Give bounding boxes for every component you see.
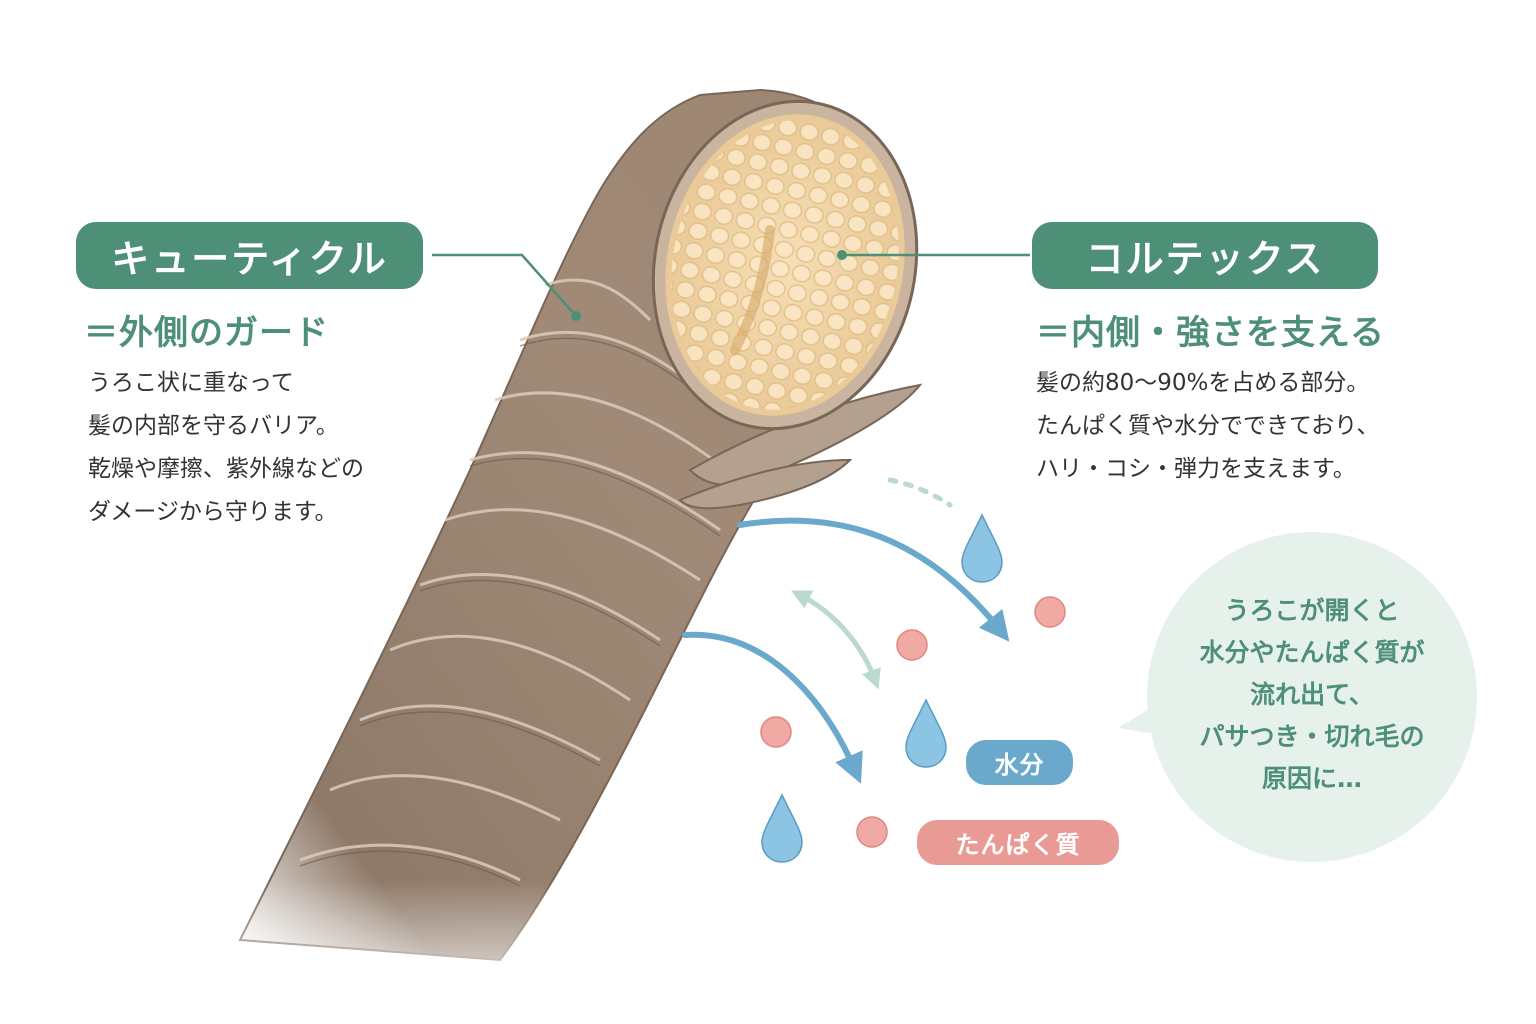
cuticle-subtitle: ＝外側のガード — [84, 313, 329, 353]
protein-particle-icon — [1034, 596, 1066, 628]
cuticle-title-pill: キューティクル — [76, 222, 423, 289]
cuticle-description-line: 髪の内部を守るバリア。 — [88, 413, 339, 439]
cortex-title-pill: コルテックス — [1032, 222, 1378, 289]
water-drop-icon — [761, 793, 803, 863]
protein-particle-icon — [760, 716, 792, 748]
cortex-description-line: 髪の約80〜90%を占める部分。 — [1036, 370, 1370, 396]
speech-bubble-line: うろこが開くと — [1224, 596, 1400, 625]
green-arrow-double — [791, 590, 881, 690]
water-drop-icon — [905, 698, 947, 768]
blue-arrow-lower — [682, 631, 863, 784]
cuticle-description-line: うろこ状に重なって — [88, 370, 294, 396]
water-drops — [761, 513, 1003, 863]
cortex-description-line: たんぱく質や水分でできており、 — [1036, 413, 1380, 439]
protein-tag: たんぱく質 — [917, 820, 1119, 865]
speech-bubble-text: うろこが開くと 水分やたんぱく質が 流れ出て、 パサつき・切れ毛の 原因に… — [1162, 590, 1462, 800]
water-tag: 水分 — [966, 740, 1073, 785]
speech-bubble-line: 原因に… — [1261, 764, 1362, 793]
protein-particles — [760, 596, 1066, 848]
blue-arrow-upper — [737, 517, 1010, 642]
cortex-title: コルテックス — [1085, 237, 1325, 281]
speech-bubble-line: 流れ出て、 — [1250, 680, 1374, 709]
water-drop-icon — [961, 513, 1003, 583]
cortex-subtitle: ＝内側・強さを支える — [1036, 313, 1385, 353]
green-dashed-arrow — [887, 477, 953, 508]
speech-bubble — [1118, 532, 1477, 862]
cuticle-description-line: ダメージから守ります。 — [88, 499, 338, 525]
cortex-leader-dot — [837, 250, 847, 260]
cortex-description: 髪の約80〜90%を占める部分。 たんぱく質や水分でできており、 ハリ・コシ・弾… — [1036, 362, 1379, 491]
cuticle-title: キューティクル — [111, 237, 388, 281]
protein-particle-icon — [856, 816, 888, 848]
cuticle-leader-dot — [571, 311, 581, 321]
cortex-description-line: ハリ・コシ・弾力を支えます。 — [1036, 456, 1356, 482]
flow-arrows — [682, 477, 1010, 784]
cuticle-description: うろこ状に重なって 髪の内部を守るバリア。 乾燥や摩擦、紫外線などの ダメージか… — [88, 362, 364, 534]
speech-bubble-line: パサつき・切れ毛の — [1199, 722, 1425, 751]
speech-bubble-line: 水分やたんぱく質が — [1199, 638, 1425, 667]
protein-particle-icon — [896, 629, 928, 661]
cuticle-leader-line — [432, 253, 577, 317]
cortex-cross-section — [651, 99, 919, 431]
leader-lines — [432, 250, 1030, 321]
cuticle-description-line: 乾燥や摩擦、紫外線などの — [88, 456, 364, 482]
